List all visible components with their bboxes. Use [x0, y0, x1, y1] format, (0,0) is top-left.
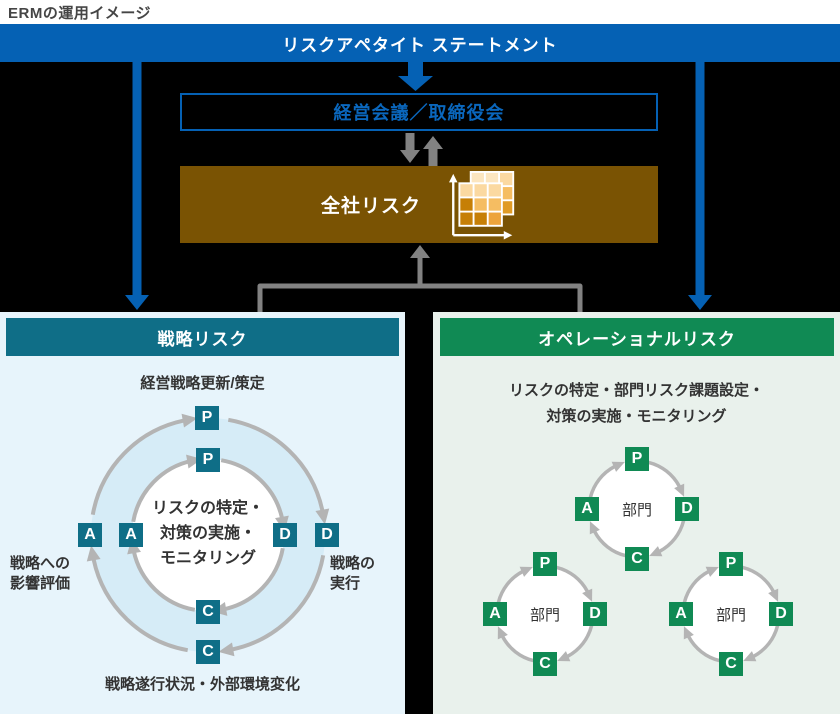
dept1-label: 部門 [621, 502, 652, 519]
heatmap-axes [449, 173, 513, 239]
dept2-do-tile: D [583, 602, 607, 626]
risk-heatmap-icon [449, 170, 515, 239]
dept1-act-tile: A [575, 497, 599, 521]
pdca-check-inner-tile: C [196, 600, 220, 624]
dept3-check-tile: C [719, 652, 743, 676]
dept2-act-tile: A [483, 602, 507, 626]
strategic-risk-panel: 戦略リスク [0, 312, 405, 714]
dept3-act-tile: A [669, 602, 693, 626]
dept2-check-tile: C [533, 652, 557, 676]
dept2-plan-tile: P [533, 552, 557, 576]
strategic-pdca-cycles [86, 413, 330, 657]
pdca-do-outer-tile: D [315, 523, 339, 547]
strategy-progress-label: 戦略遂行状況・外部環境変化 [104, 676, 300, 693]
strategy-execution-label: 戦略の 実行 [330, 555, 376, 592]
heatmap-front-sheet [458, 181, 503, 227]
operational-risk-header: オペレーショナルリスク [440, 318, 834, 356]
strategic-risk-header: 戦略リスク [6, 318, 399, 356]
pdca-do-inner-tile: D [273, 523, 297, 547]
pdca-act-inner-tile: A [119, 523, 143, 547]
dept2-label: 部門 [529, 607, 560, 624]
dept1-check-tile: C [625, 547, 649, 571]
department-pdca-cycles [496, 460, 780, 663]
dept1-do-tile: D [675, 497, 699, 521]
pdca-check-outer-tile: C [196, 640, 220, 664]
dept1-plan-tile: P [625, 447, 649, 471]
risk-appetite-banner: リスクアペタイト ステートメント [0, 24, 840, 62]
management-board-box: 経営会議／取締役会 [180, 93, 658, 131]
operational-risk-panel: オペレーショナルリスク リスクの特定・部門リスク課題設定・ 対策の実施・モニタリ… [433, 312, 840, 714]
company-risk-label: 全社リスク [320, 196, 421, 217]
pdca-act-outer-tile: A [78, 523, 102, 547]
pdca-plan-outer-tile: P [195, 406, 219, 430]
pdca-plan-inner-tile: P [196, 448, 220, 472]
dept3-do-tile: D [769, 602, 793, 626]
strategy-impact-label: 戦略への 影響評価 [10, 555, 71, 592]
dept3-plan-tile: P [719, 552, 743, 576]
page-title: ERMの運用イメージ [8, 5, 152, 22]
strategic-center-text: リスクの特定・ 対策の実施・ モニタリング [151, 500, 264, 567]
company-risk-box: 全社リスク [180, 166, 658, 243]
dept3-label: 部門 [715, 607, 746, 624]
operational-description: リスクの特定・部門リスク課題設定・ 対策の実施・モニタリング [508, 382, 764, 425]
strategy-update-label: 経営戦略更新/策定 [140, 375, 265, 392]
